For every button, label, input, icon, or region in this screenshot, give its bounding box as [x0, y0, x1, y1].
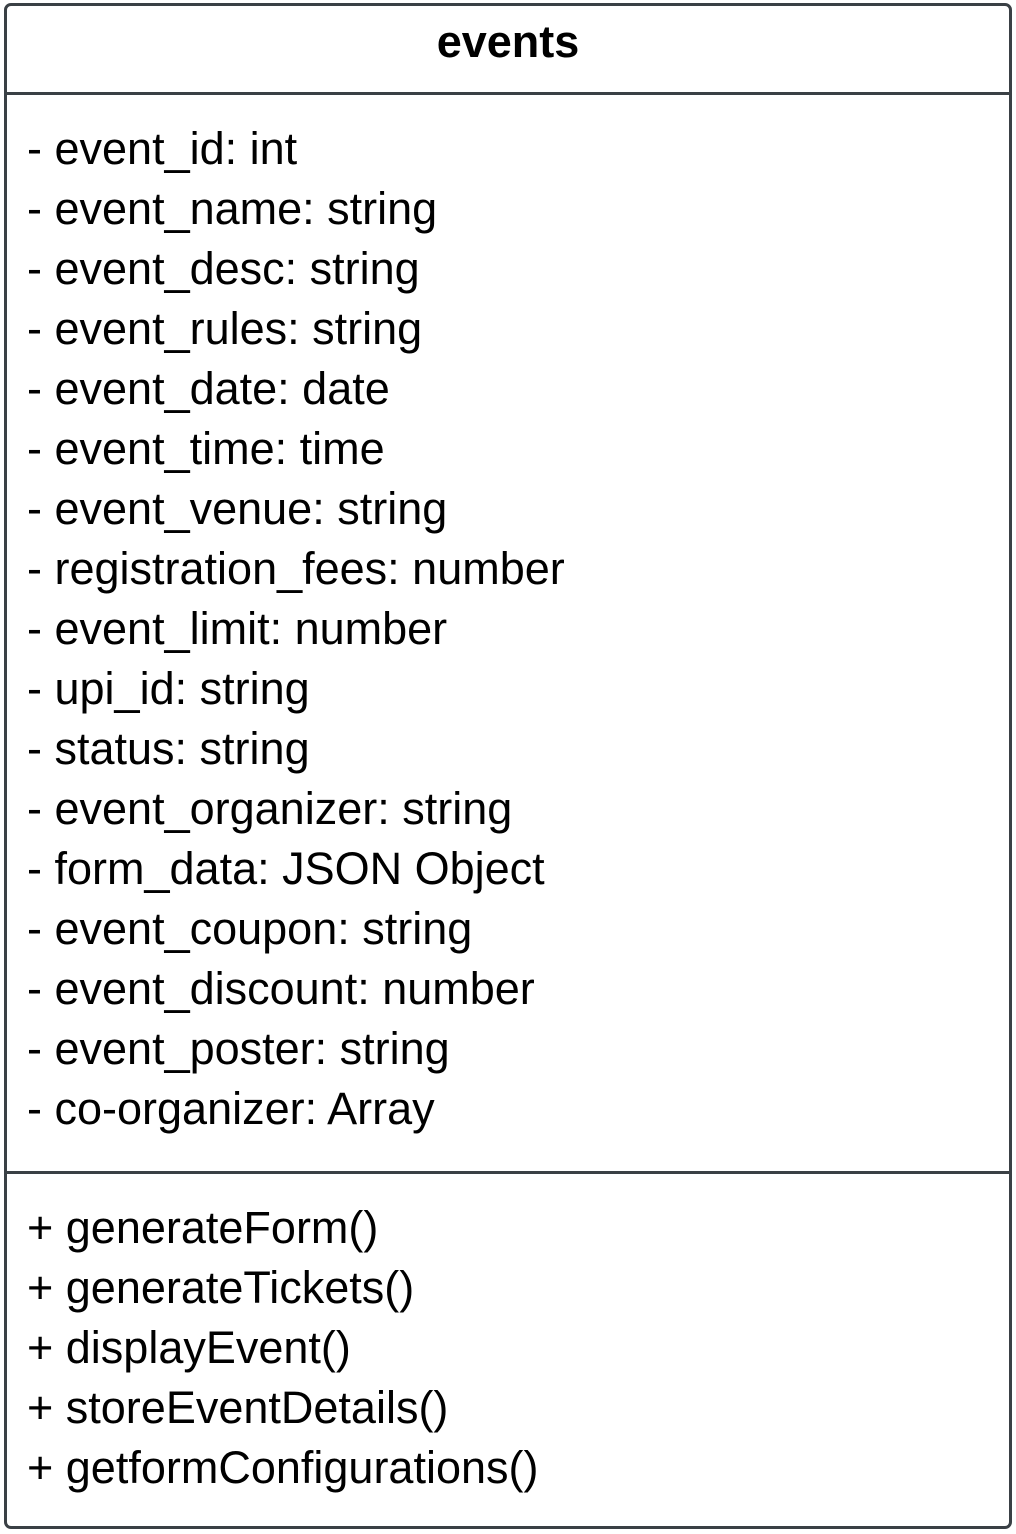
attribute-item: - event_date: date — [27, 363, 390, 414]
method-item: + generateTickets() — [27, 1262, 415, 1313]
method-item: + getformConfigurations() — [27, 1442, 539, 1493]
uml-class-box: events - event_id: int - event_name: str… — [4, 3, 1012, 1529]
method-item: + displayEvent() — [27, 1322, 351, 1373]
attribute-item: - event_limit: number — [27, 603, 448, 654]
method-item: + generateForm() — [27, 1202, 379, 1253]
attribute-item: - upi_id: string — [27, 663, 310, 714]
attribute-item: - event_name: string — [27, 183, 438, 234]
attribute-item: - event_poster: string — [27, 1023, 450, 1074]
attribute-item: - event_id: int — [27, 123, 298, 174]
attribute-item: - status: string — [27, 723, 310, 774]
attribute-item: - event_desc: string — [27, 243, 420, 294]
attribute-item: - event_venue: string — [27, 483, 448, 534]
attribute-item: - registration_fees: number — [27, 543, 565, 594]
attribute-item: - event_time: time — [27, 423, 385, 474]
attribute-item: - co-organizer: Array — [27, 1083, 435, 1134]
methods-compartment: + generateForm() + generateTickets() + d… — [7, 1174, 1009, 1498]
class-header: events — [7, 6, 1009, 95]
attribute-item: - event_organizer: string — [27, 783, 513, 834]
attribute-item: - event_rules: string — [27, 303, 423, 354]
attribute-item: - form_data: JSON Object — [27, 843, 545, 894]
attribute-item: - event_coupon: string — [27, 903, 473, 954]
method-item: + storeEventDetails() — [27, 1382, 449, 1433]
class-name: events — [436, 15, 580, 67]
attributes-compartment: - event_id: int - event_name: string - e… — [7, 95, 1009, 1174]
attribute-item: - event_discount: number — [27, 963, 535, 1014]
